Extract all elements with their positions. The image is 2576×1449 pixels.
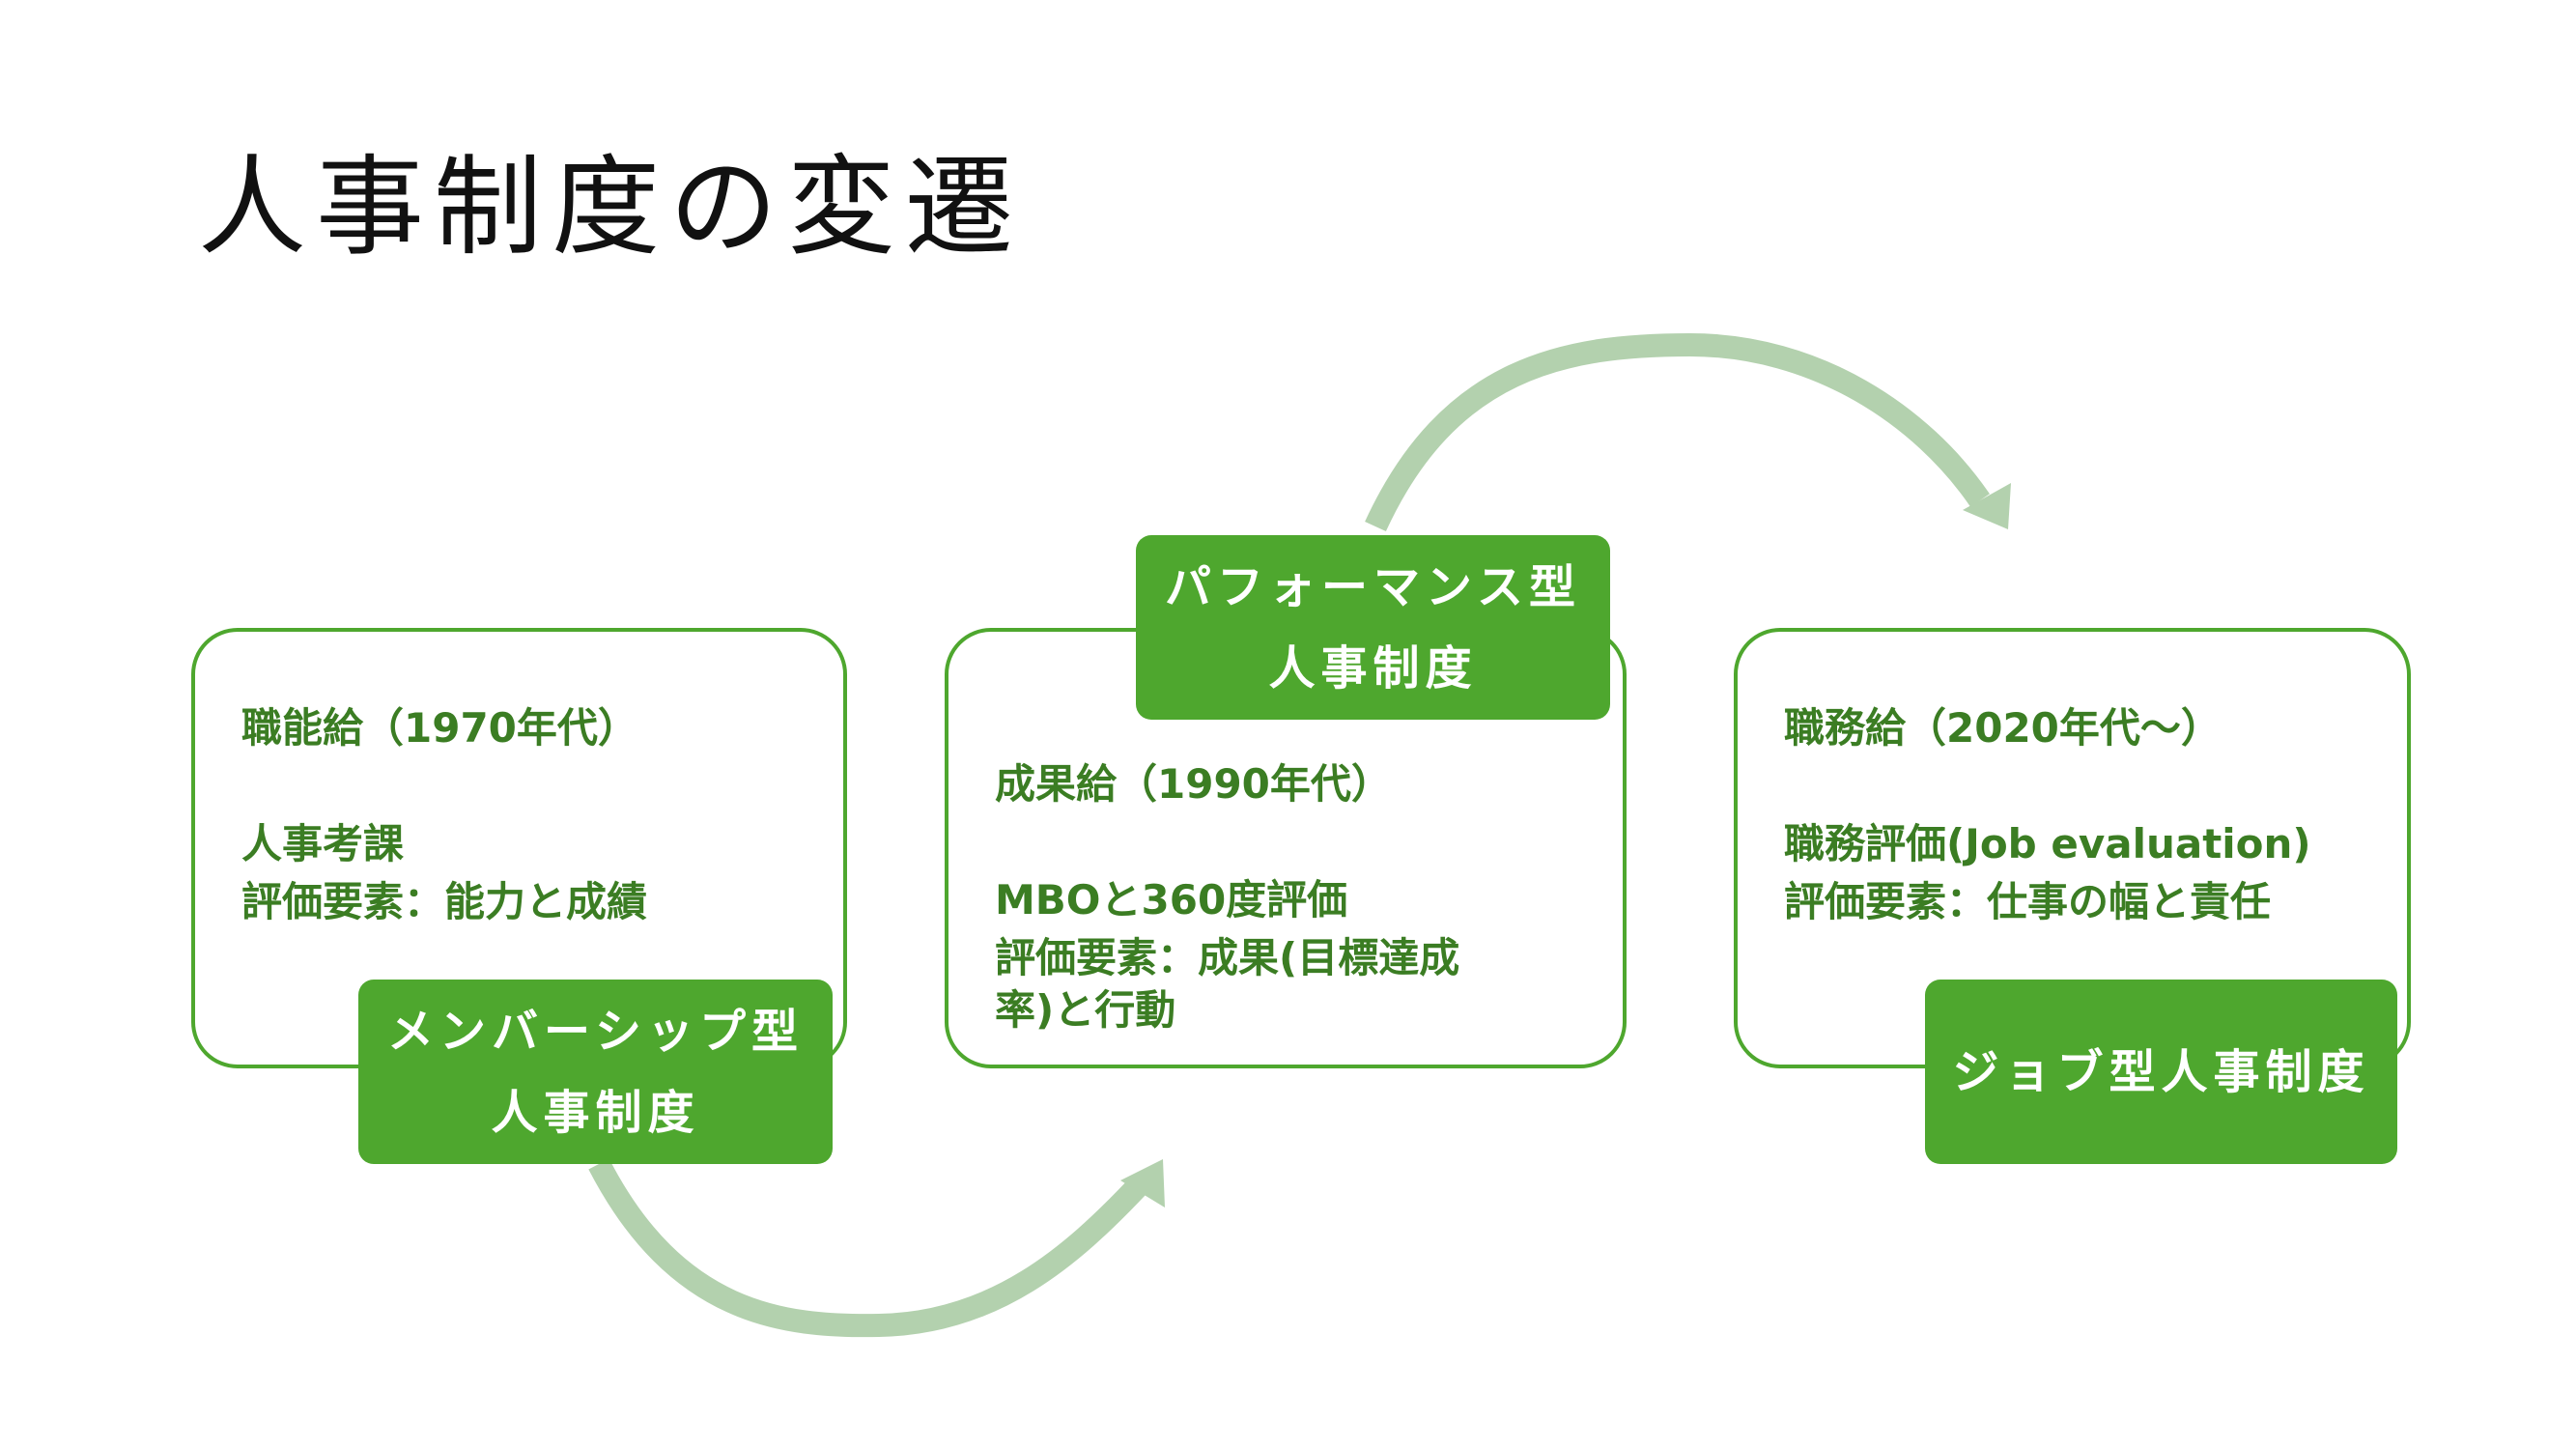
stage-2-text: 成果給（1990年代） MBOと360度評価 評価要素：成果(目標達成 率)と行… [995,755,1459,1039]
stage-2-line-2: 評価要素：成果(目標達成 [995,934,1460,981]
stage-3-text: 職務給（2020年代～） 職務評価(Job evaluation) 評価要素：仕… [1784,699,2311,931]
slide-title: 人事制度の変遷 [198,145,1023,270]
stage-3-line-2: 評価要素：仕事の幅と責任 [1784,878,2272,925]
stage-1-label-line-2: 人事制度 [491,1085,700,1140]
stage-label-3: ジョブ型人事制度 [1925,980,2397,1164]
stage-1-heading: 職能給（1970年代） [241,704,638,752]
stage-1-label-line-1: メンバーシップ型 [386,1004,805,1059]
stage-2-label-line-2: 人事制度 [1268,640,1478,696]
stage-label-2: パフォーマンス型 人事制度 [1136,535,1610,720]
stage-3-line-1: 職務評価(Job evaluation) [1784,820,2311,867]
stage-3-heading: 職務給（2020年代～） [1784,704,2222,752]
stage-1-line-1: 人事考課 [241,820,405,867]
arrowhead-stage2-to-stage3 [1963,483,2011,529]
stage-2-line-3: 率)と行動 [995,986,1176,1034]
stage-1-line-2: 評価要素：能力と成績 [241,878,648,925]
arrowhead-stage1-to-stage2 [1120,1159,1165,1208]
stage-2-heading: 成果給（1990年代） [995,760,1392,808]
arrow-stage2-to-stage3 [1365,332,1990,532]
stage-label-1: メンバーシップ型 人事制度 [358,980,833,1164]
stage-2-label-line-1: パフォーマンス型 [1164,559,1582,614]
arrow-stage1-to-stage2 [588,1158,1146,1338]
stage-2-line-1: MBOと360度評価 [995,876,1348,923]
stage-1-text: 職能給（1970年代） 人事考課 評価要素：能力と成績 [241,699,647,931]
stage-3-label-line-1: ジョブ型人事制度 [1952,1044,2370,1099]
